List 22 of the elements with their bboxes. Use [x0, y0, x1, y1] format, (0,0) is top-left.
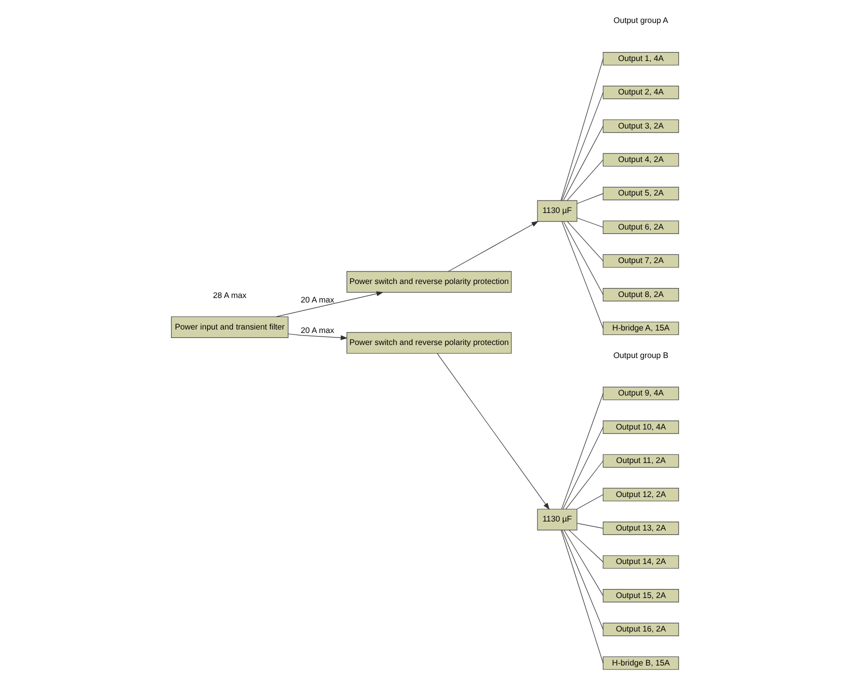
arrow — [436, 353, 550, 510]
connector — [560, 393, 603, 510]
connector — [562, 426, 603, 510]
connector — [566, 221, 603, 262]
connector — [566, 160, 603, 201]
arrow — [448, 221, 538, 272]
connector — [565, 460, 603, 510]
arrow — [275, 291, 383, 317]
connector — [561, 530, 603, 630]
connector — [562, 126, 603, 201]
connector — [562, 221, 603, 295]
connector — [576, 522, 603, 529]
connector — [568, 530, 603, 562]
connector — [576, 193, 603, 204]
connector — [561, 221, 603, 329]
connector — [560, 58, 603, 201]
connector — [576, 494, 603, 510]
connector — [563, 530, 603, 596]
connector — [561, 92, 603, 201]
connector — [560, 530, 603, 664]
connector — [576, 218, 603, 228]
arrow — [288, 334, 348, 340]
